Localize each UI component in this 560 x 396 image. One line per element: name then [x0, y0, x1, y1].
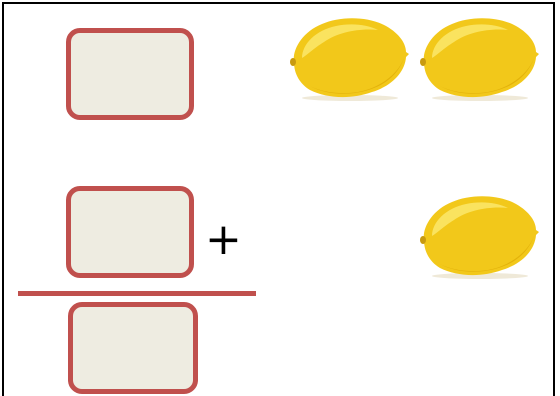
lemon-icon	[420, 196, 539, 279]
answer-box-denominator[interactable]	[68, 302, 198, 394]
answer-box-numerator[interactable]	[66, 186, 194, 278]
answer-box-top[interactable]	[66, 28, 194, 120]
lemon-icon	[290, 18, 409, 101]
lemon-icon	[420, 18, 539, 101]
plus-sign: +	[205, 214, 242, 265]
fraction-bar	[18, 291, 256, 296]
